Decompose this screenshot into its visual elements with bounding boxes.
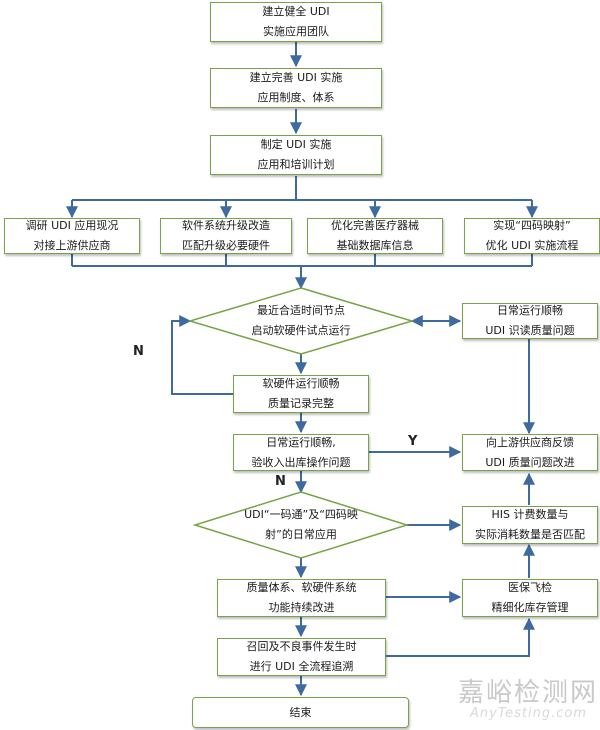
box-line: 建立完善 UDI 实施 bbox=[249, 71, 343, 84]
watermark-title: 嘉峪检测网 bbox=[458, 678, 599, 708]
no-label-daily: N bbox=[275, 474, 286, 489]
box-line: 建立健全 UDI bbox=[262, 5, 330, 18]
build-team-box: 建立健全 UDI 实施应用团队 bbox=[210, 2, 382, 42]
insurance-check-box: 医保飞检 精细化库存管理 bbox=[462, 579, 598, 617]
pilot-decision-text: 最近合适时间节点 启动软硬件试点运行 bbox=[200, 301, 402, 341]
four-code-box: 实现“四码映射” 优化 UDI 实施流程 bbox=[464, 218, 600, 254]
box-line: 结束 bbox=[289, 705, 312, 719]
make-plan-box: 制定 UDI 实施 应用和培训计划 bbox=[210, 135, 382, 175]
no-label-loop: N bbox=[133, 344, 144, 359]
diamond-line: 启动软硬件试点运行 bbox=[251, 324, 351, 337]
watermark-url: AnyTesting.com bbox=[470, 706, 588, 721]
box-line: 实际消耗数量是否匹配 bbox=[475, 528, 585, 541]
feedback-supplier-box: 向上游供应商反馈 UDI 质量问题改进 bbox=[462, 434, 598, 471]
end-box: 结束 bbox=[192, 697, 409, 728]
box-line: 制定 UDI 实施 bbox=[260, 138, 332, 151]
box-line: 软硬件运行顺畅 bbox=[262, 377, 340, 390]
diamond-line: 射”的日常应用 bbox=[265, 528, 337, 541]
box-line: 对接上游供应商 bbox=[33, 239, 111, 252]
box-line: 质量体系、软硬件系统 bbox=[246, 581, 357, 594]
box-line: UDI 识读质量问题 bbox=[485, 324, 575, 337]
diamond-line: UDI“一码通”及“四码映 bbox=[244, 508, 358, 521]
box-line: UDI 质量问题改进 bbox=[485, 455, 575, 469]
box-line: 基础数据库信息 bbox=[336, 239, 414, 252]
box-line: 召回及不良事件发生时 bbox=[246, 640, 357, 653]
box-line: 匹配升级必要硬件 bbox=[182, 239, 270, 252]
yes-label: Y bbox=[408, 434, 418, 449]
box-line: 功能持续改进 bbox=[268, 601, 335, 614]
box-line: 精细化库存管理 bbox=[491, 601, 569, 614]
box-line: 向上游供应商反馈 bbox=[486, 435, 574, 449]
research-box: 调研 UDI 应用现况 对接上游供应商 bbox=[4, 218, 140, 254]
box-line: 医保飞检 bbox=[508, 581, 552, 594]
box-line: 验收入出库操作问题 bbox=[251, 455, 351, 469]
box-line: 日常运行顺畅, bbox=[266, 435, 336, 449]
box-line: 软件系统升级改造 bbox=[182, 219, 270, 232]
box-line: HIS 计费数量与 bbox=[491, 508, 569, 521]
hw-smooth-box: 软硬件运行顺畅 质量记录完整 bbox=[233, 375, 369, 413]
box-line: 实现“四码映射” bbox=[493, 219, 571, 232]
software-upgrade-box: 软件系统升级改造 匹配升级必要硬件 bbox=[160, 218, 292, 254]
build-system-box: 建立完善 UDI 实施 应用制度、体系 bbox=[210, 68, 382, 108]
box-line: 调研 UDI 应用现况 bbox=[25, 219, 119, 232]
box-line: 质量记录完整 bbox=[268, 397, 334, 410]
diamond-line: 最近合适时间节点 bbox=[257, 304, 345, 317]
box-line: 日常运行顺畅 bbox=[497, 304, 563, 317]
box-line: 优化完善医疗器械 bbox=[331, 219, 419, 232]
decision-diamond-daily-use bbox=[192, 491, 410, 559]
one-code-decision-text: UDI“一码通”及“四码映 射”的日常应用 bbox=[205, 505, 397, 545]
daily-smooth-right-box: 日常运行顺畅 UDI 识读质量问题 bbox=[462, 303, 598, 339]
optimize-db-box: 优化完善医疗器械 基础数据库信息 bbox=[307, 218, 443, 254]
decision-diamond-pilot bbox=[187, 287, 415, 355]
box-line: 进行 UDI 全流程追溯 bbox=[249, 660, 354, 673]
his-match-box: HIS 计费数量与 实际消耗数量是否匹配 bbox=[462, 506, 598, 544]
daily-ops-box: 日常运行顺畅, 验收入出库操作问题 bbox=[233, 434, 369, 471]
recall-box: 召回及不良事件发生时 进行 UDI 全流程追溯 bbox=[217, 638, 386, 676]
box-line: 应用制度、体系 bbox=[257, 91, 335, 104]
continuous-improve-box: 质量体系、软硬件系统 功能持续改进 bbox=[217, 579, 386, 617]
box-line: 优化 UDI 实施流程 bbox=[485, 239, 579, 252]
box-line: 实施应用团队 bbox=[263, 25, 329, 38]
box-line: 应用和培训计划 bbox=[257, 158, 335, 171]
